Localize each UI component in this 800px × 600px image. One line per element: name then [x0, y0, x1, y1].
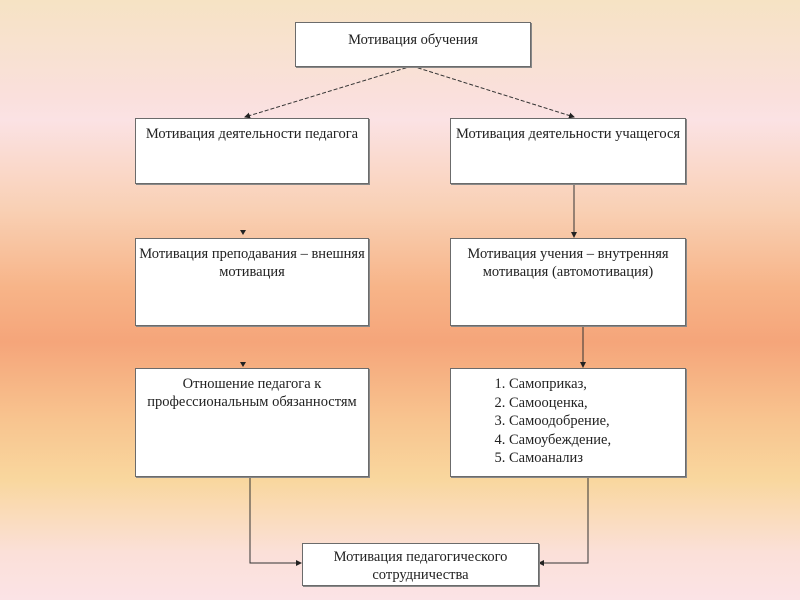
list-item: Самоодобрение, [509, 412, 685, 431]
box-learning-automotivation: Мотивация учения – внутренняя мотивация … [450, 238, 686, 326]
list-item: Самоубеждение, [509, 431, 685, 450]
arrow-marker-left-1 [240, 230, 246, 235]
box-teacher-attitude: Отношение педагога к профессиональным об… [135, 368, 369, 477]
box-self-methods: Самоприказ, Самооценка, Самоодобрение, С… [450, 368, 686, 477]
box-teaching-motivation: Мотивация преподавания – внешняя мотивац… [135, 238, 369, 326]
dashed-arrow-left [244, 65, 413, 119]
self-methods-list: Самоприказ, Самооценка, Самоодобрение, С… [451, 375, 685, 468]
list-item: Самоприказ, [509, 375, 685, 394]
box-pedagogical-cooperation: Мотивация педагогического сотрудничества [302, 543, 539, 586]
box-teacher-activity: Мотивация деятельности педагога [135, 118, 369, 184]
box-learning-motivation: Мотивация обучения [295, 22, 531, 67]
list-item: Самоанализ [509, 449, 685, 468]
list-item: Самооценка, [509, 394, 685, 413]
arrow-left-bottom [249, 477, 302, 566]
box-student-activity: Мотивация деятельности учащегося [450, 118, 686, 184]
dashed-arrow-right [411, 65, 575, 119]
arrow-right-bottom [538, 477, 589, 566]
arrow-marker-left-2 [240, 362, 246, 367]
